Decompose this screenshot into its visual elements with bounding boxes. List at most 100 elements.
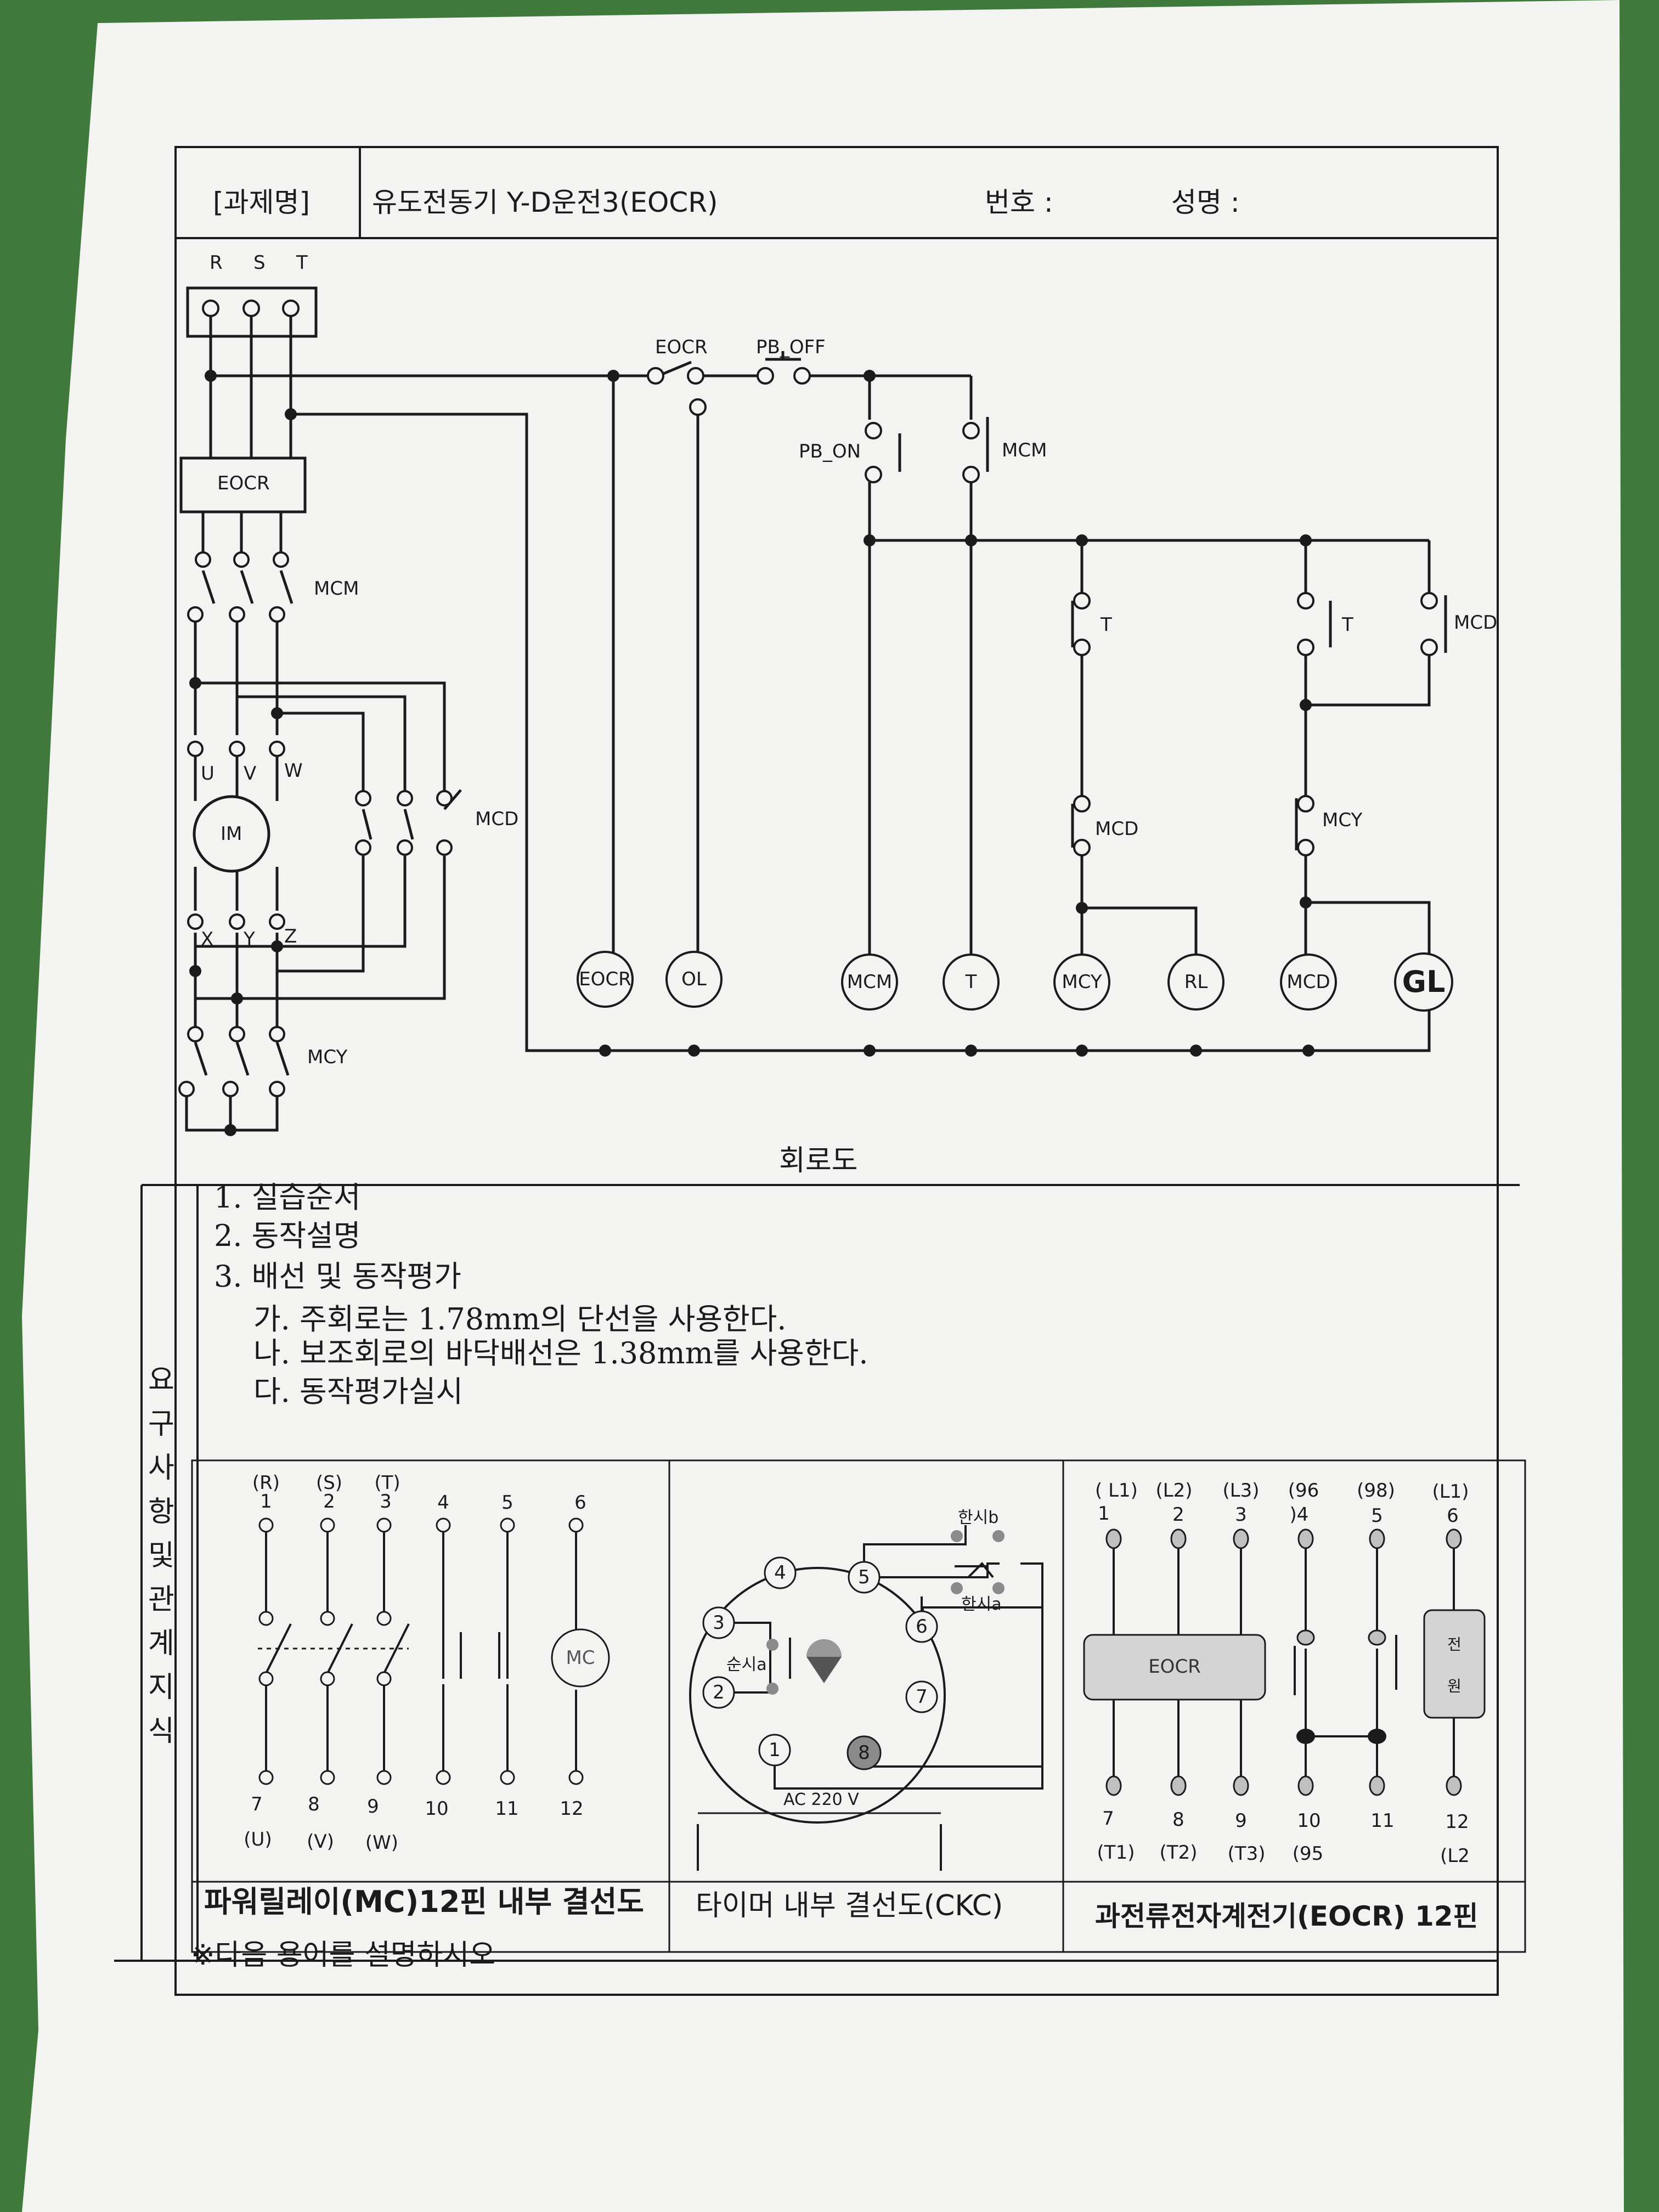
eocr-top-num: 2 — [1172, 1504, 1184, 1526]
req-sub-a: 가. 주회로는 1.78mm의 단선을 사용한다. — [253, 1302, 787, 1336]
diagram-frame — [191, 1459, 1526, 1953]
eocr-power-label: 원 — [1447, 1677, 1462, 1695]
coil-eocr: EOCR — [579, 968, 631, 990]
mcy-aux-label: MCY — [1322, 809, 1363, 831]
timer-pin: 6 — [916, 1616, 928, 1638]
side-char: 항 — [148, 1496, 174, 1528]
mc-bottom-label: (W) — [365, 1832, 399, 1854]
mc-top-num: 3 — [380, 1491, 392, 1513]
timer-pin: 3 — [713, 1612, 725, 1634]
mcy-contacts-label: MCY — [307, 1046, 348, 1068]
coil-mcd: MCD — [1286, 971, 1330, 993]
timer-pin: 4 — [774, 1562, 786, 1584]
side-char: 식 — [148, 1715, 174, 1748]
timer-contact-b: 한시b — [958, 1508, 999, 1527]
eocr-power-label: 전 — [1447, 1635, 1462, 1654]
eocr-contact-label: EOCR — [655, 336, 708, 358]
mc-bottom-label: (U) — [244, 1829, 272, 1850]
side-char: 및 — [148, 1539, 174, 1572]
lamp-rl: RL — [1184, 971, 1208, 993]
motor-label: IM — [221, 823, 242, 845]
mcd-aux-1-label: MCD — [1454, 612, 1498, 634]
side-char: 구 — [148, 1408, 174, 1441]
mc-bottom-num: 7 — [251, 1793, 263, 1815]
mc-top-num: 2 — [323, 1491, 335, 1513]
task-label: [과제명] — [213, 187, 311, 218]
outer-frame — [174, 146, 1499, 1996]
timer-voltage: AC 220 V — [783, 1790, 859, 1809]
timer-caption: 타이머 내부 결선도(CKC) — [696, 1889, 1003, 1922]
eocr-bottom-num: 11 — [1370, 1810, 1395, 1832]
mc-caption: 파워릴레이(MC)12핀 내부 결선도 — [204, 1884, 644, 1919]
eocr-top-label: ( L1) — [1095, 1480, 1138, 1502]
eocr-bottom-label: (95 — [1292, 1843, 1324, 1865]
eocr-top-num: )4 — [1289, 1504, 1309, 1526]
mcm-contacts-label: MCM — [314, 578, 359, 600]
footer-note: ※다음 용어를 설명하시오 — [191, 1939, 496, 1972]
timer-pin: 2 — [713, 1681, 725, 1703]
eocr-bottom-num: 10 — [1297, 1810, 1321, 1832]
task-title: 유도전동기 Y-D운전3(EOCR) — [372, 187, 718, 218]
timer-instant-a: 순시a — [726, 1655, 767, 1674]
paper — [22, 0, 1624, 2212]
eocr-top-label: (L3) — [1222, 1480, 1260, 1502]
side-char: 사 — [148, 1452, 174, 1485]
mc-bottom-label: (V) — [307, 1831, 334, 1853]
number-label: 번호 : — [985, 187, 1053, 218]
eocr-bottom-label: (T3) — [1227, 1843, 1266, 1865]
terminal-x: X — [201, 928, 214, 950]
side-char: 요 — [148, 1364, 174, 1397]
terminal-z: Z — [284, 926, 297, 947]
coil-t: T — [965, 971, 977, 993]
coil-ol: OL — [681, 968, 707, 990]
name-label: 성명 : — [1171, 187, 1240, 218]
timer-pin: 7 — [916, 1686, 928, 1708]
timer-contact-a: 한시a — [961, 1595, 1002, 1614]
eocr-block-label: EOCR — [1148, 1656, 1201, 1678]
t-contact-2-label: T — [1342, 614, 1353, 636]
mc-top-num: 6 — [574, 1492, 586, 1514]
req-sub-b: 나. 보조회로의 바닥배선은 1.38mm를 사용한다. — [253, 1336, 868, 1370]
eocr-bottom-num: 9 — [1235, 1810, 1247, 1832]
timer-pin: 5 — [858, 1566, 870, 1588]
mc-bottom-num: 10 — [425, 1798, 449, 1820]
eocr-top-label: (L1) — [1432, 1481, 1469, 1503]
timer-pin: 8 — [858, 1742, 870, 1764]
mc-top-label: (T) — [374, 1472, 400, 1494]
terminal-w: W — [284, 760, 303, 782]
eocr-top-num: 5 — [1371, 1505, 1383, 1527]
mc-top-label: (R) — [252, 1472, 280, 1494]
phase-s-label: S — [253, 252, 266, 274]
side-char: 지 — [148, 1671, 174, 1704]
terminal-v: V — [244, 763, 257, 785]
mc-coil-label: MC — [566, 1647, 595, 1669]
mc-top-num: 1 — [260, 1491, 272, 1513]
t-contact-1-label: T — [1101, 614, 1112, 636]
circuit-caption: 회로도 — [779, 1144, 858, 1177]
eocr-main-box — [179, 456, 307, 514]
mc-bottom-num: 11 — [495, 1798, 519, 1820]
pb-on-label: PB_ON — [799, 441, 861, 462]
eocr-top-num: 1 — [1098, 1503, 1110, 1525]
motor-circle — [193, 795, 270, 873]
req-item-2: 2. 동작설명 — [214, 1218, 361, 1253]
mc-bottom-num: 8 — [308, 1793, 320, 1815]
req-item-1: 1. 실습순서 — [214, 1180, 361, 1215]
eocr-main-label: EOCR — [217, 472, 270, 494]
eocr-bottom-label: (T1) — [1097, 1842, 1135, 1864]
pb-off-label: PB_OFF — [756, 336, 826, 358]
mc-bottom-num: 12 — [560, 1798, 584, 1820]
eocr-bottom-label: (T2) — [1159, 1842, 1198, 1864]
eocr-bottom-label: (L2 — [1440, 1845, 1470, 1867]
coil-mcm: MCM — [847, 971, 893, 993]
req-item-3: 3. 배선 및 동작평가 — [214, 1259, 461, 1294]
eocr-bottom-num: 7 — [1102, 1808, 1114, 1830]
terminal-u: U — [201, 763, 215, 785]
phase-t-label: T — [296, 252, 308, 274]
mc-top-num: 4 — [437, 1492, 449, 1514]
req-sub-c: 다. 동작평가실시 — [253, 1374, 464, 1409]
side-char: 계 — [148, 1627, 174, 1660]
mc-bottom-num: 9 — [367, 1796, 379, 1818]
